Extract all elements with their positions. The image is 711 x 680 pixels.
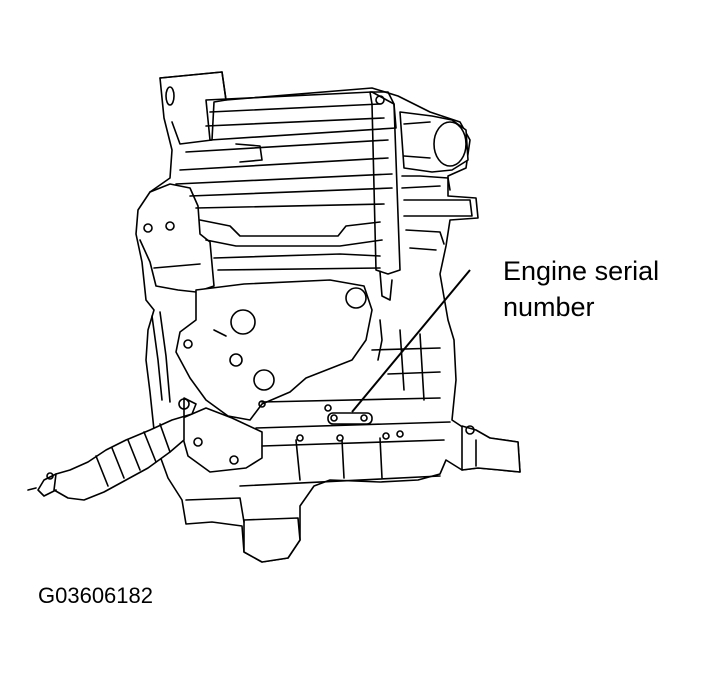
output-flange [461,425,521,473]
cylinder-block [239,319,451,487]
timing-cover [175,279,373,421]
callout-label-line2: number [503,292,595,322]
left-housing [139,183,215,403]
top-mounting-bracket [159,71,227,145]
oil-pan [185,497,301,563]
exhaust-bracket [177,407,263,473]
throttle-body [399,111,469,173]
callout-label-line1: Engine serial [503,256,660,286]
support-bracket [369,91,401,301]
side-pipes [401,175,473,251]
callout-leader-line [351,269,471,413]
exhaust-outlet [27,472,57,497]
figure-id: G03606182 [38,583,153,608]
serial-number-plate [327,412,373,425]
